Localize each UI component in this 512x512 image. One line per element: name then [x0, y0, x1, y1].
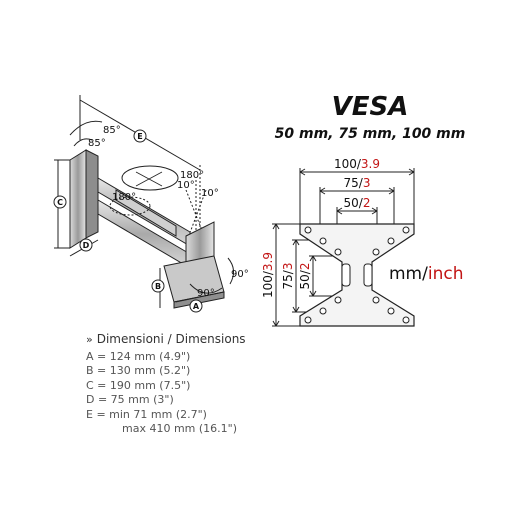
hole [372, 248, 380, 256]
angle-arc [69, 120, 103, 136]
dimension-row-c: C = 190 mm (7.5") [86, 378, 191, 392]
arm-joint [115, 189, 177, 237]
vesa-plate-outline [299, 223, 415, 327]
arrowheads [272, 223, 280, 327]
letter-b: B [155, 282, 161, 291]
angle-label: 10° [201, 188, 219, 199]
wall-plate-side [85, 149, 99, 239]
marker-b [151, 279, 165, 293]
mounting-holes [304, 226, 410, 324]
bracket-letter-markers [53, 129, 203, 313]
angle-label: 180° [180, 170, 204, 181]
dimension-row-b: B = 130 mm (5.2") [86, 364, 191, 377]
letter-d: D [83, 241, 90, 250]
hole [334, 248, 342, 256]
vesa-subtitle: 50 mm, 75 mm, 100 mm [274, 126, 466, 142]
unit-mm: mm [389, 264, 423, 284]
dim-label-h-100: 100/3.9 [334, 157, 380, 171]
dimensions-list: »Dimensioni / Dimensions A = 124 mm (4.9… [86, 332, 246, 437]
hole [387, 307, 395, 315]
dimension-row-e-max: max 410 mm (16.1") [122, 422, 238, 435]
letter-a: A [193, 302, 200, 311]
angle-arc [227, 257, 234, 285]
arrowheads [336, 207, 378, 215]
angle-label: 90° [197, 288, 215, 299]
dim-label-v-100: 100/3.9 [261, 252, 275, 298]
hole [304, 226, 312, 234]
dimension-row-a: A = 124 mm (4.9") [86, 349, 191, 363]
angle-label: 85° [88, 138, 106, 149]
dim-label-v-50: 50/2 [298, 263, 312, 290]
plate-slot [341, 263, 351, 287]
hole [334, 296, 342, 304]
rotation-ellipse [121, 165, 179, 191]
dimension-row-d: D = 75 mm (3") [86, 393, 174, 406]
tilt-line [185, 189, 206, 239]
angle-label: 180° [112, 192, 136, 203]
marker-a [189, 299, 203, 313]
dim-label-h-75: 75/3 [344, 176, 371, 190]
unit-legend: mm/inch [389, 264, 463, 284]
tilt-line [187, 189, 207, 239]
dimension-line-a [175, 291, 225, 303]
marker-e [133, 129, 147, 143]
hole [387, 237, 395, 245]
hole [319, 237, 327, 245]
vesa-plate-diagram [272, 168, 415, 327]
arrowheads [309, 255, 317, 297]
letter-e: E [137, 132, 142, 141]
plate-slot [363, 263, 373, 287]
unit-separator: / [422, 264, 428, 284]
angle-label: 90° [231, 269, 249, 280]
arrowheads [299, 168, 415, 176]
dimensions-heading: »Dimensioni / Dimensions [86, 332, 246, 348]
rotation-mark [135, 171, 163, 187]
angle-label: 10° [177, 180, 195, 191]
hole [402, 226, 410, 234]
dim-label-v-75: 75/3 [281, 263, 295, 290]
marker-d [79, 238, 93, 252]
angle-arc [73, 138, 93, 147]
rotation-ellipse [109, 196, 151, 216]
wall-plate [69, 149, 87, 249]
marker-c [53, 195, 67, 209]
bullet-arrow-icon: » [86, 333, 93, 346]
hole [319, 307, 327, 315]
hole [304, 316, 312, 324]
angle-arc [189, 283, 223, 294]
hole [372, 296, 380, 304]
dim-label-h-50: 50/2 [344, 196, 371, 210]
dimension-row-e: E = min 71 mm (2.7") [86, 407, 207, 421]
vesa-title: VESA [331, 92, 409, 122]
wall-bracket-drawing [54, 95, 234, 309]
arrowheads [292, 239, 300, 313]
arrowheads [319, 187, 395, 195]
hole [402, 316, 410, 324]
angle-label: 85° [103, 125, 121, 136]
unit-inch: inch [427, 264, 464, 284]
letter-c: C [57, 198, 63, 207]
dimensions-heading-text: Dimensioni / Dimensions [96, 332, 246, 346]
